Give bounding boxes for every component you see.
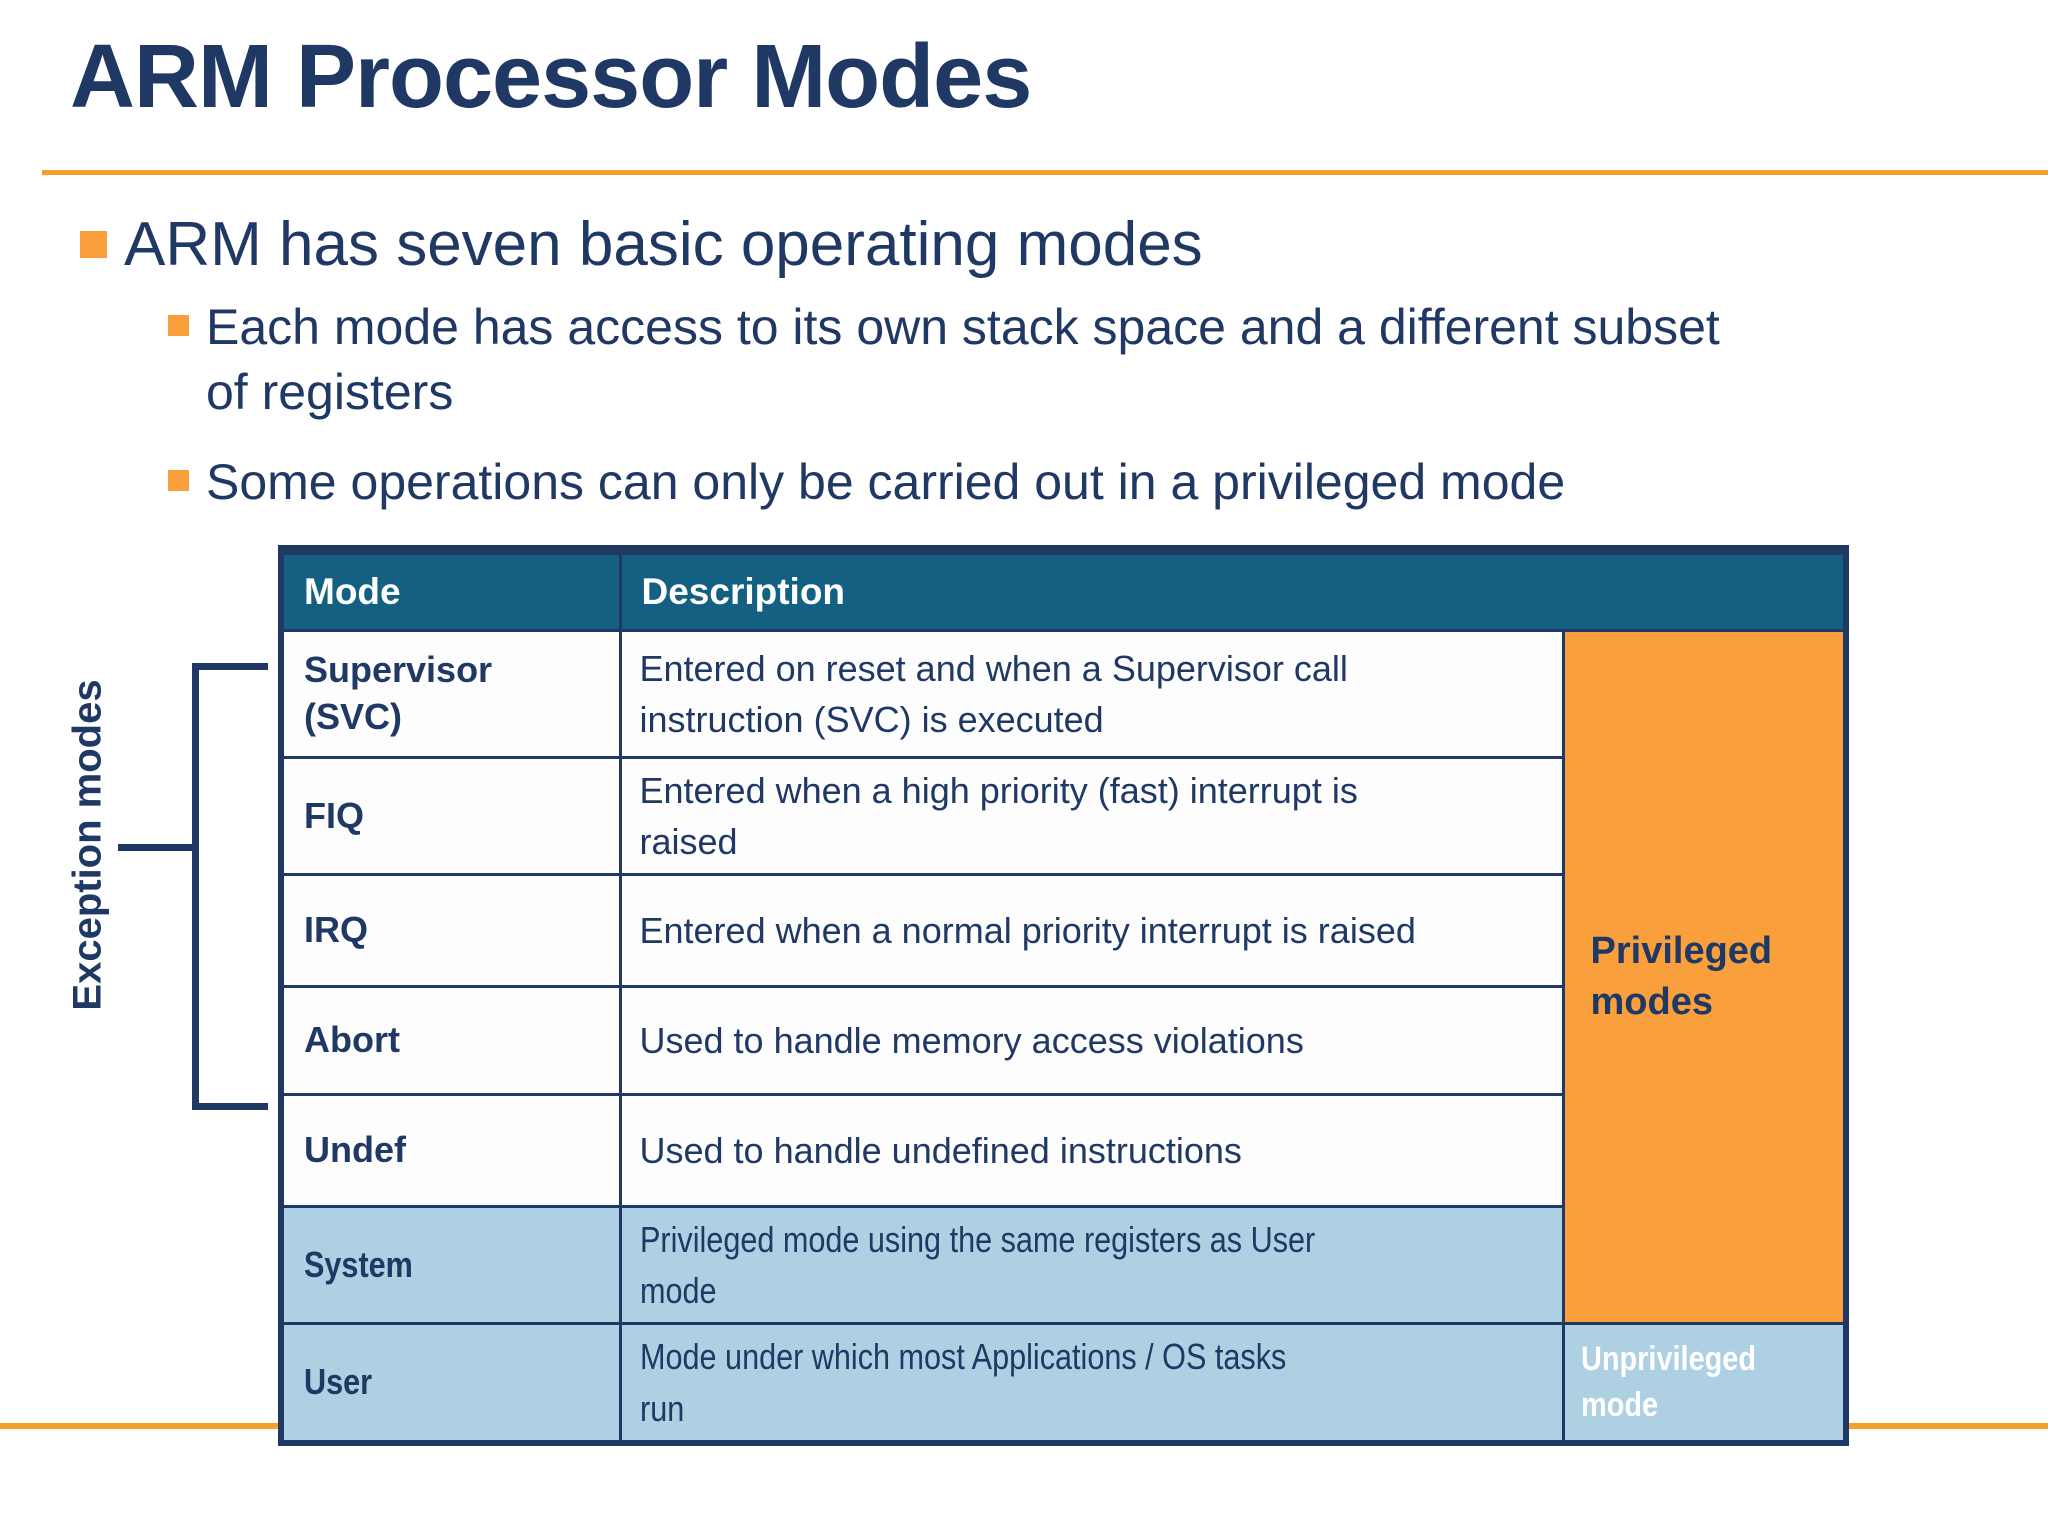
- mode-cell: Supervisor (SVC): [279, 629, 622, 759]
- description-cell: Privileged mode using the same registers…: [618, 1205, 1565, 1326]
- description-cell: Entered on reset and when a Supervisor c…: [618, 629, 1565, 759]
- mode-cell: System: [279, 1205, 622, 1326]
- bullet-square-icon: [168, 315, 189, 336]
- mode-cell-text: System: [304, 1243, 413, 1285]
- description-cell: Used to handle memory access violations: [618, 985, 1565, 1097]
- privileged-modes-cell: Privileged modes: [1561, 628, 1848, 1326]
- page-title: ARM Processor Modes: [70, 27, 1032, 127]
- bullet-square-icon: [168, 470, 189, 491]
- exception-bracket-bottom-tick: [192, 1103, 268, 1110]
- table-row-abort: Abort Used to handle memory access viola…: [279, 985, 1846, 1097]
- header-spacer-cell: [1563, 548, 1848, 632]
- table-header-row: Mode Description: [279, 548, 1848, 632]
- sub-bullet-item-1-text: Each mode has access to its own stack sp…: [206, 299, 1720, 420]
- table-row-fiq: FIQ Entered when a high priority (fast) …: [279, 755, 1846, 877]
- unprivileged-mode-text: Unprivileged mode: [1580, 1339, 1756, 1424]
- exception-bracket-top-tick: [192, 663, 268, 670]
- exception-bracket-vertical-line: [192, 663, 199, 1110]
- bullet-square-icon: [80, 231, 107, 258]
- description-cell: Mode under which most Applications / OS …: [618, 1322, 1565, 1445]
- mode-column-header: Mode: [279, 548, 622, 632]
- mode-cell-text: User: [304, 1361, 373, 1403]
- sub-bullet-item-2: Some operations can only be carried out …: [168, 450, 1565, 515]
- bullet-item-1: ARM has seven basic operating modes: [80, 206, 1203, 284]
- modes-table: Mode Description Supervisor (SVC) Entere…: [278, 545, 1849, 1446]
- exception-modes-label: Exception modes: [65, 679, 110, 1011]
- description-cell: Entered when a high priority (fast) inte…: [618, 755, 1565, 877]
- mode-cell: IRQ: [279, 873, 622, 989]
- exception-bracket-stem: [118, 844, 199, 851]
- table-row-irq: IRQ Entered when a normal priority inter…: [279, 873, 1846, 989]
- mode-cell: Undef: [279, 1093, 622, 1209]
- mode-cell: FIQ: [279, 755, 622, 877]
- description-column-header: Description: [618, 548, 1563, 632]
- mode-cell: Abort: [279, 985, 622, 1097]
- description-cell-text: Privileged mode using the same registers…: [639, 1219, 1315, 1312]
- sub-bullet-item-1: Each mode has access to its own stack sp…: [168, 295, 1720, 425]
- description-cell-text: Mode under which most Applications / OS …: [639, 1336, 1286, 1429]
- unprivileged-mode-cell: Unprivileged mode: [1561, 1322, 1848, 1445]
- table-row-system: System Privileged mode using the same re…: [279, 1205, 1846, 1326]
- description-cell: Used to handle undefined instructions: [618, 1093, 1565, 1209]
- title-divider-rule: [42, 170, 2048, 175]
- table-row-supervisor: Supervisor (SVC) Entered on reset and wh…: [279, 628, 1848, 1326]
- table-row-undef: Undef Used to handle undefined instructi…: [279, 1093, 1846, 1209]
- mode-cell: User: [279, 1322, 622, 1445]
- description-cell: Entered when a normal priority interrupt…: [618, 873, 1565, 989]
- bullet-item-1-text: ARM has seven basic operating modes: [124, 210, 1203, 279]
- table-row-user: User Mode under which most Applications …: [279, 1322, 1848, 1445]
- sub-bullet-item-2-text: Some operations can only be carried out …: [206, 454, 1566, 510]
